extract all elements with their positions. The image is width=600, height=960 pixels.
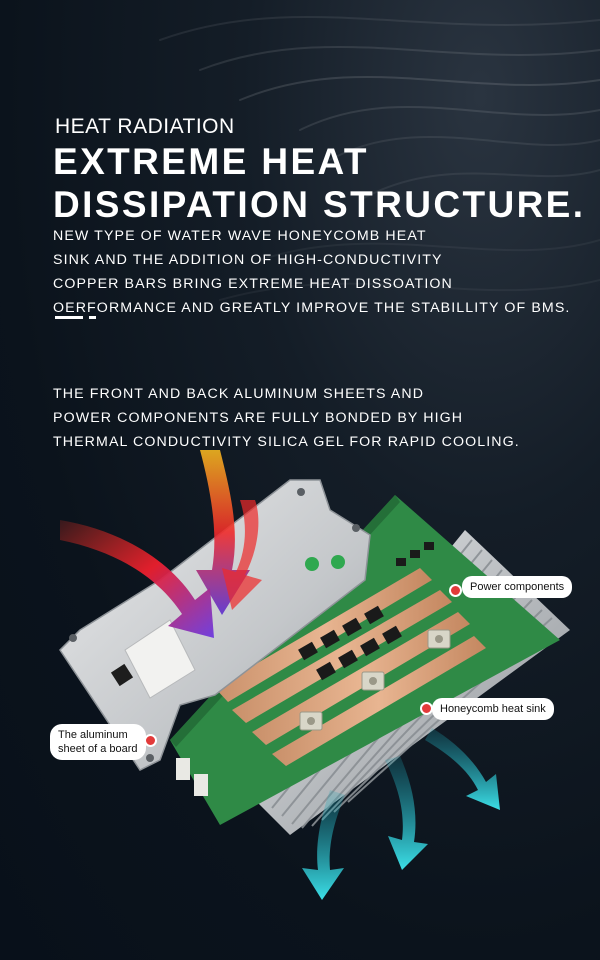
headline-line-1: EXTREME HEAT bbox=[53, 141, 369, 182]
callout-power-components: Power components bbox=[462, 576, 573, 598]
heat-flow-arrows bbox=[60, 450, 262, 638]
intro-line: OERFORMANCE AND GREATLY IMPROVE THE STAB… bbox=[53, 300, 571, 316]
callout-aluminum-sheet: The aluminum sheet of a board bbox=[50, 724, 146, 760]
callout-aluminum-line-2: sheet of a board bbox=[58, 743, 138, 755]
cooling-flow-arrows bbox=[302, 728, 500, 900]
page-headline: EXTREME HEAT DISSIPATION STRUCTURE. bbox=[53, 140, 585, 226]
bms-board-illustration bbox=[59, 450, 570, 900]
marker-aluminum-sheet bbox=[144, 734, 157, 747]
section-subtitle: HEAT RADIATION bbox=[55, 115, 235, 138]
callout-aluminum-line-1: The aluminum bbox=[58, 729, 128, 741]
detail-line: THE FRONT AND BACK ALUMINUM SHEETS AND bbox=[53, 386, 425, 402]
detail-line: POWER COMPONENTS ARE FULLY BONDED BY HIG… bbox=[53, 410, 464, 426]
power-components bbox=[298, 542, 434, 681]
headline-line-2: DISSIPATION STRUCTURE. bbox=[53, 184, 586, 225]
marker-power-components bbox=[449, 584, 462, 597]
intro-line: SINK AND THE ADDITION OF HIGH-CONDUCTIVI… bbox=[53, 252, 443, 268]
detail-line: THERMAL CONDUCTIVITY SILICA GEL FOR RAPI… bbox=[53, 434, 520, 450]
intro-paragraph: NEW TYPE OF WATER WAVE HONEYCOMB HEAT SI… bbox=[53, 224, 583, 320]
callout-honeycomb-heat-sink: Honeycomb heat sink bbox=[432, 698, 554, 720]
divider-dash-long bbox=[55, 316, 83, 319]
aluminum-sheet bbox=[59, 479, 371, 771]
water-wave-background bbox=[159, 15, 600, 301]
intro-line: NEW TYPE OF WATER WAVE HONEYCOMB HEAT bbox=[53, 228, 427, 244]
detail-paragraph: THE FRONT AND BACK ALUMINUM SHEETS AND P… bbox=[53, 382, 573, 454]
intro-line: COPPER BARS BRING EXTREME HEAT DISSOATIO… bbox=[53, 276, 453, 292]
marker-heat-sink bbox=[420, 702, 433, 715]
divider-dash-short bbox=[89, 316, 96, 319]
